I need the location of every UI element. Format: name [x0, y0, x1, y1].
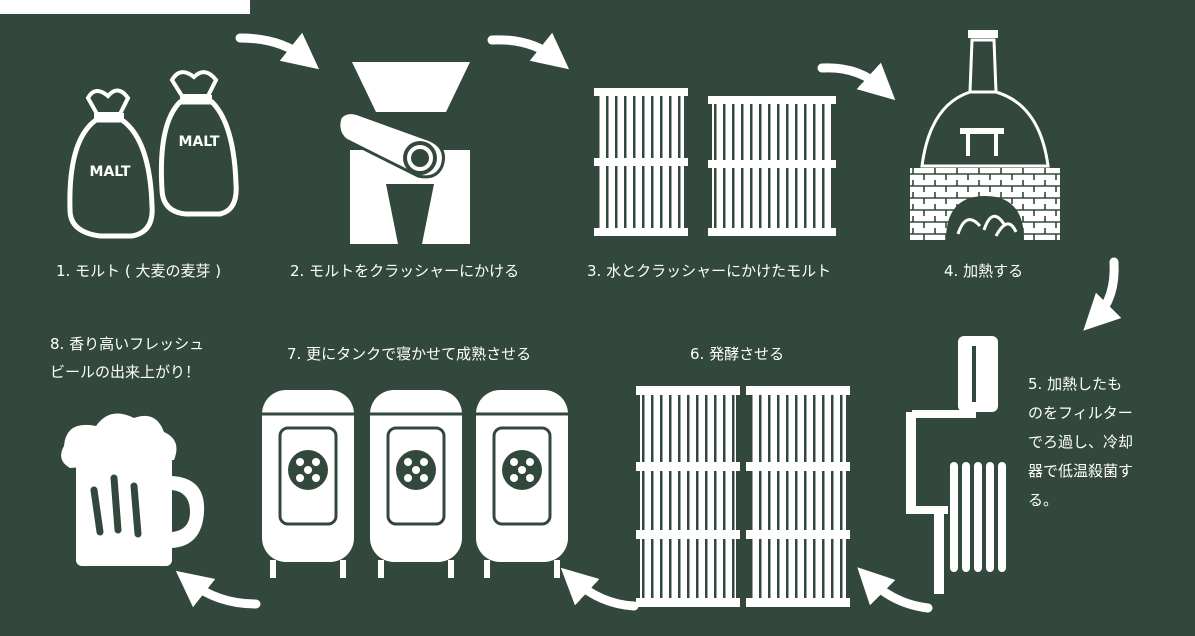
- cooler-coils: [950, 462, 1006, 572]
- maturation-tank-3: [476, 390, 568, 578]
- arrow-step2-to-step3: [487, 32, 570, 70]
- barrel-small: [594, 88, 688, 236]
- beer-mug-icon: [61, 413, 205, 566]
- malt-sacks-icon: MALT MALT: [67, 70, 239, 239]
- brew-kettle-icon: [910, 30, 1060, 240]
- mash-barrels-icon: [594, 88, 836, 236]
- arrow-step7-to-step8: [175, 570, 261, 609]
- step-5-label: 5. 加熱したも のをフィルター でろ過し、冷却 器で低温殺菌す る。: [1028, 375, 1134, 509]
- arrow-step6-to-step7: [560, 567, 639, 611]
- barrel-large: [708, 96, 836, 236]
- fermentation-barrel-right: [746, 386, 850, 607]
- filter-cooler-icon: [906, 336, 1006, 594]
- step-6-label: 6. 発酵させる: [690, 345, 785, 363]
- step-7-label: 7. 更にタンクで寝かせて成熟させる: [287, 345, 532, 363]
- malt-crusher-icon: [337, 62, 470, 244]
- step-1-label: 1. モルト ( 大麦の麦芽 ): [56, 262, 222, 280]
- arrow-step3-to-step4: [817, 62, 896, 101]
- step-8-label: 8. 香り高いフレッシュ ビールの出来上がり！: [50, 335, 205, 381]
- step-2-label: 2. モルトをクラッシャーにかける: [290, 262, 520, 280]
- maturation-tank-2: [370, 390, 462, 578]
- malt-sack-left: MALT: [67, 88, 155, 239]
- arrow-step4-to-step5: [1083, 257, 1122, 331]
- top-left-white-strip: [0, 0, 250, 14]
- step-4-label: 4. 加熱する: [944, 262, 1024, 280]
- sack-label-right: MALT: [179, 134, 220, 150]
- malt-sack-right: MALT: [158, 70, 239, 217]
- maturation-tank-1: [262, 390, 354, 578]
- step-3-label: 3. 水とクラッシャーにかけたモルト: [587, 262, 832, 280]
- sack-label-left: MALT: [90, 164, 131, 180]
- maturation-tanks-icon: [262, 390, 568, 578]
- arrow-step5-to-step6: [857, 567, 933, 613]
- arrow-step1-to-step2: [235, 32, 320, 70]
- fermentation-barrel-left: [636, 386, 740, 607]
- fermentation-barrels-icon: [636, 386, 850, 607]
